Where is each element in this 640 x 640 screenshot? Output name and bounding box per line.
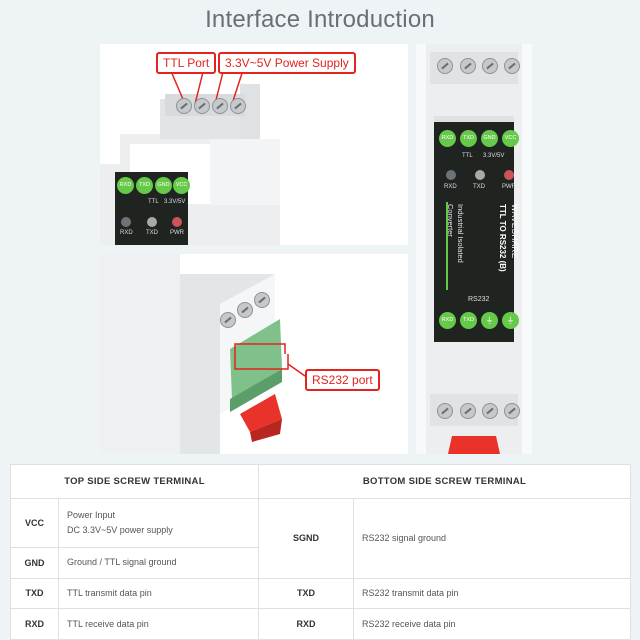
pin-description-table: TOP SIDE SCREW TERMINAL BOTTOM SIDE SCRE…	[10, 464, 632, 640]
screw-icon	[482, 403, 498, 419]
model-label: TTL TO RS232 (B)	[498, 204, 507, 272]
screw-icon	[504, 403, 520, 419]
screw-icon	[504, 58, 520, 74]
pin-name: GND	[10, 546, 59, 579]
table-row: VCC Power Input DC 3.3V~5V power supply …	[10, 497, 632, 579]
bottom-closeup-photo: RS232 port	[100, 254, 408, 454]
pwr-indicator-icon	[172, 217, 182, 227]
bottom-terminal-header: BOTTOM SIDE SCREW TERMINAL	[257, 464, 632, 499]
device-front-illustration	[426, 44, 522, 454]
screw-icon	[254, 292, 270, 308]
ttl-port-callout: TTL Port	[156, 52, 217, 74]
led-rs232-txd: TXD	[460, 312, 477, 329]
led-gnd: GND	[481, 130, 498, 147]
indicator-label-pwr: PWR	[502, 184, 516, 190]
ttl-caption: TTL	[462, 153, 473, 159]
page-title: Interface Introduction	[205, 6, 435, 33]
screw-icon	[194, 98, 210, 114]
table-row: RXD TTL receive data pin RXD RS232 recei…	[10, 608, 632, 640]
indicator-label-pwr: PWR	[170, 230, 184, 236]
indicator-label-txd: TXD	[473, 184, 485, 190]
led-rxd: RXD	[117, 177, 134, 194]
pin-description: RS232 receive data pin	[352, 608, 632, 640]
voltage-caption: 3.3V/5V	[483, 153, 505, 159]
green-divider	[446, 202, 448, 290]
pin-name: TXD	[258, 577, 354, 610]
pin-name: RXD	[258, 608, 354, 640]
pin-description: RS232 transmit data pin	[352, 577, 632, 610]
pin-description: RS232 signal ground	[352, 497, 632, 579]
led-txd: TXD	[136, 177, 153, 194]
ground-icon: ⏚	[502, 312, 519, 329]
brand-label: WAVESHARE	[510, 204, 519, 259]
screw-icon	[212, 98, 228, 114]
ground-icon: ⏚	[481, 312, 498, 329]
description-line-1: Industrial Isolated	[456, 204, 465, 263]
power-supply-callout: 3.3V~5V Power Supply	[218, 52, 356, 74]
table-header-row: TOP SIDE SCREW TERMINAL BOTTOM SIDE SCRE…	[10, 464, 632, 499]
top-terminal-header: TOP SIDE SCREW TERMINAL	[10, 464, 259, 499]
pin-name: VCC	[10, 497, 59, 548]
screw-icon	[176, 98, 192, 114]
indicator-label-txd: TXD	[146, 230, 158, 236]
rs232-caption: RS232	[468, 296, 490, 303]
led-txd: TXD	[460, 130, 477, 147]
pin-description: TTL transmit data pin	[58, 577, 259, 610]
device-rotated-text	[416, 266, 424, 416]
screw-icon	[220, 312, 236, 328]
rxd-indicator-icon	[446, 170, 456, 180]
top-closeup-photo: RXD TXD GND VCC TTL 3.3V/5V RXD TXD PWR …	[100, 44, 408, 245]
rs232-port-callout: RS232 port	[305, 369, 380, 391]
indicator-label-rxd: RXD	[444, 184, 457, 190]
pin-name: SGND	[258, 497, 354, 579]
pin-name: TXD	[10, 577, 59, 610]
led-vcc: VCC	[502, 130, 519, 147]
txd-indicator-icon	[475, 170, 485, 180]
ttl-caption: TTL	[148, 199, 159, 205]
screw-icon	[482, 58, 498, 74]
device-top-illustration	[100, 63, 280, 245]
pin-description-line: Power Input	[67, 509, 116, 520]
pin-description-line: DC 3.3V~5V power supply	[67, 524, 173, 535]
screw-icon	[437, 403, 453, 419]
pin-description: TTL receive data pin	[58, 608, 259, 640]
pin-description: Ground / TTL signal ground	[58, 546, 259, 579]
screw-icon	[230, 98, 246, 114]
led-vcc: VCC	[173, 177, 190, 194]
voltage-caption: 3.3V/5V	[164, 199, 186, 205]
screw-icon	[437, 58, 453, 74]
rxd-indicator-icon	[121, 217, 131, 227]
device-front-photo: RXD TXD GND VCC TTL 3.3V/5V RXD TXD PWR …	[416, 44, 532, 454]
led-rxd: RXD	[439, 130, 456, 147]
device-bottom-illustration	[100, 254, 306, 454]
led-rs232-rxd: RXD	[439, 312, 456, 329]
screw-icon	[237, 302, 253, 318]
screw-icon	[460, 403, 476, 419]
led-gnd: GND	[155, 177, 172, 194]
screw-icon	[460, 58, 476, 74]
txd-indicator-icon	[147, 217, 157, 227]
indicator-label-rxd: RXD	[120, 230, 133, 236]
table-row: TXD TTL transmit data pin TXD RS232 tran…	[10, 577, 632, 610]
pin-name: RXD	[10, 608, 59, 640]
pwr-indicator-icon	[504, 170, 514, 180]
pin-description: Power Input DC 3.3V~5V power supply	[58, 497, 259, 548]
